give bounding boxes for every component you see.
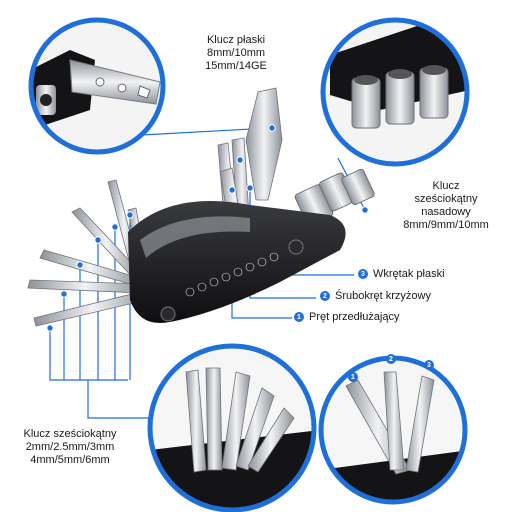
label-flat-wrench-line1: Klucz płaski [206, 34, 266, 46]
marker-dots [46, 124, 369, 332]
legend-item-1: 1 Pręt przedłużający [294, 311, 400, 323]
label-flat-wrench: Klucz płaski 8mm/10mm 15mm/14GE [186, 34, 286, 73]
legend-badge-3: 3 [358, 269, 368, 279]
label-hex-keys-line1: Klucz sześciokątny [23, 428, 117, 440]
inset-flat-wrench [28, 17, 166, 155]
label-flat-wrench-line3: 15mm/14GE [205, 60, 267, 72]
legend-text-3: Wkrętak płaski [373, 268, 445, 280]
inset-sockets [320, 17, 470, 167]
legend-item-3: 3 Wkrętak płaski [358, 268, 445, 280]
label-hex-keys-line3: 4mm/5mm/6mm [30, 454, 110, 466]
legend-text-1: Pręt przedłużający [309, 311, 400, 323]
label-flat-wrench-line2: 8mm/10mm [206, 47, 266, 59]
legend-item-2: 2 Śrubokręt krzyżowy [320, 290, 431, 302]
label-socket-wrench-line3: nasadowy [421, 206, 471, 218]
legend-badge-1: 1 [294, 312, 304, 322]
inset-hex-keys [147, 343, 317, 512]
multitool-main [27, 87, 375, 327]
label-hex-keys: Klucz sześciokątny 2mm/2.5mm/3mm 4mm/5mm… [10, 428, 130, 467]
legend-badge-2: 2 [320, 291, 330, 301]
label-socket-wrench-line4: 8mm/9mm/10mm [403, 219, 489, 231]
label-socket-wrench: Klucz sześciokątny nasadowy 8mm/9mm/10mm [396, 180, 496, 232]
label-hex-keys-line2: 2mm/2.5mm/3mm [25, 441, 115, 453]
inset-badge-3: 3 [424, 360, 434, 370]
inset-badge-1: 1 [348, 372, 358, 382]
label-socket-wrench-line1: Klucz [432, 180, 460, 192]
inset-screwdrivers [318, 355, 468, 505]
legend-text-2: Śrubokręt krzyżowy [335, 290, 431, 302]
inset-badge-2: 2 [386, 354, 396, 364]
label-socket-wrench-line2: sześciokątny [414, 193, 478, 205]
